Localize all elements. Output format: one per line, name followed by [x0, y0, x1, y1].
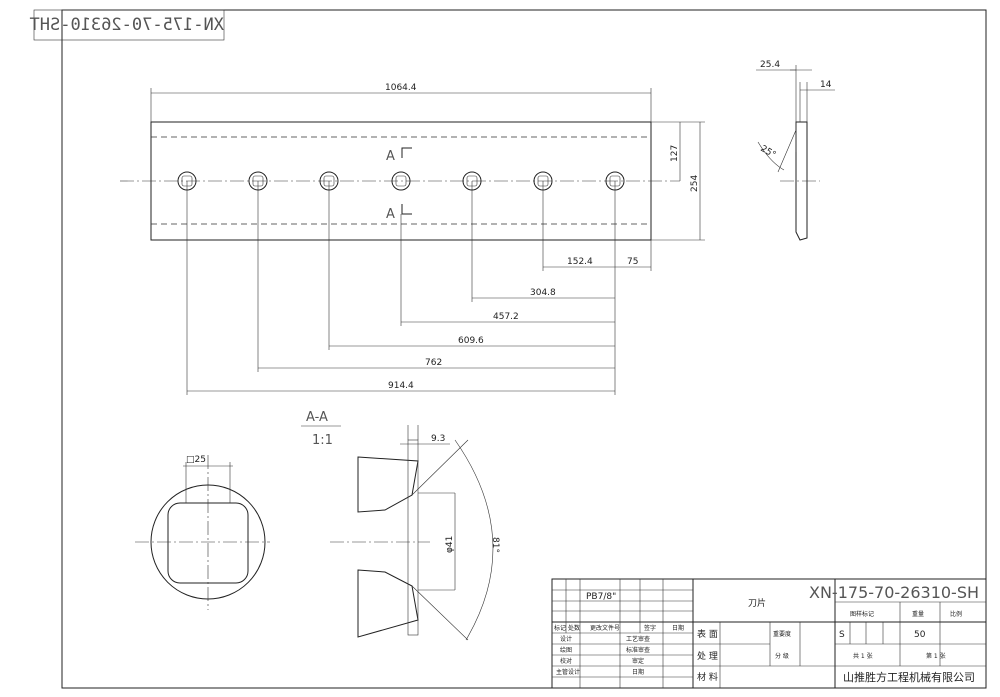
role-draw: 绘图 — [560, 646, 572, 654]
spacing-text-4: 609.6 — [458, 336, 484, 346]
sheet-number: 第 1 张 — [926, 652, 946, 660]
role-approve: 审定 — [632, 657, 644, 665]
bolt-hole-square — [466, 175, 478, 187]
section-mark-top: A — [386, 149, 395, 164]
end-offset-text: 75 — [627, 257, 638, 267]
bolt-hole-square — [395, 175, 407, 187]
spacing-text-6: 914.4 — [388, 381, 414, 391]
spacing-text-3: 457.2 — [493, 312, 519, 322]
grade-label: 分 级 — [775, 652, 789, 660]
bolt-hole — [177, 171, 197, 191]
bolt-hole — [605, 171, 625, 191]
bolt-hole-square — [181, 175, 193, 187]
header-doc: 更改文件号 — [590, 624, 620, 632]
bolt-hole — [319, 171, 339, 191]
spacing-text-2: 304.8 — [530, 288, 556, 298]
countersink-arc — [454, 439, 494, 641]
material-label: 材 料 — [697, 671, 718, 683]
importance-label: 重要度 — [773, 630, 791, 638]
overall-length-text: 1064.4 — [385, 83, 417, 93]
surface-label-1: 表 面 — [697, 628, 718, 640]
bolt-hole-square — [252, 175, 264, 187]
drawing-number: XN-175-70-26310-SH — [809, 583, 979, 602]
header-sign: 签字 — [644, 624, 656, 632]
edge-thickness-text: 14 — [820, 80, 832, 90]
header-date: 日期 — [672, 624, 684, 632]
bevel-angle-text: 25° — [759, 144, 778, 161]
section-scale: 1:1 — [312, 433, 333, 448]
role-check: 校对 — [560, 657, 572, 665]
bolt-holes — [177, 171, 625, 191]
bolt-hole-square — [609, 175, 621, 187]
role-standard: 标准审查 — [626, 646, 650, 654]
spacing-text-5: 762 — [425, 358, 442, 368]
sheets-total: 共 1 张 — [853, 652, 873, 660]
role-design: 设计 — [560, 635, 572, 643]
side-view: 25.4 14 25° — [756, 60, 835, 241]
corner-code-box — [33, 9, 225, 41]
title-block: PB7/8" 标记 处数 更改文件号 签字 日期 设计 绘图 校对 主管设计 工… — [551, 578, 987, 689]
spacing-text-1: 152.4 — [567, 257, 593, 267]
bolt-hole — [462, 171, 482, 191]
header-count: 处数 — [568, 624, 580, 632]
company-name: 山推胜方工程机械有限公司 — [843, 670, 975, 684]
thickness-text: 25.4 — [760, 60, 780, 70]
overall-height-text: 254 — [690, 175, 700, 192]
role-process: 工艺审查 — [626, 635, 650, 643]
counterbore-text: 9.3 — [431, 434, 445, 444]
part-name: 刀片 — [748, 597, 766, 609]
bolt-hole — [391, 171, 411, 191]
corner-code-text: XN-175-70-26310-SHT — [30, 15, 224, 35]
weight-value: 50 — [914, 630, 926, 640]
weight-label: 重量 — [912, 610, 924, 618]
bolt-hole — [533, 171, 553, 191]
section-hatch-bottom — [357, 569, 419, 638]
bolt-hole-square — [323, 175, 335, 187]
bolt-hole-square — [537, 175, 549, 187]
stage-label: 图样标记 — [850, 610, 874, 618]
section-hatch-top — [357, 456, 419, 513]
square-size-text: □25 — [186, 455, 206, 465]
countersink-angle-text: 81° — [490, 537, 500, 553]
header-mark: 标记 — [554, 624, 566, 632]
section-mark-bottom: A — [386, 207, 395, 222]
section-title: A-A — [306, 410, 328, 425]
role-date: 日期 — [632, 668, 644, 676]
scale-label: 比例 — [950, 610, 962, 618]
spec-text: PB7/8" — [586, 592, 616, 602]
bolt-hole — [248, 171, 268, 191]
surface-label-2: 处 理 — [697, 650, 718, 662]
main-view: 1064.4 127 254 A A 152.4 75 304.8 457.2 … — [120, 83, 705, 395]
section-view: A-A 1:1 □25 φ41 9.3 81° — [135, 410, 500, 641]
stage-value: S — [839, 630, 845, 640]
bevel-arc — [757, 141, 785, 171]
drawing-frame — [61, 9, 987, 689]
inner-height-text: 127 — [670, 145, 680, 162]
role-chief: 主管设计 — [556, 668, 580, 676]
hole-diameter-text: φ41 — [445, 536, 455, 553]
